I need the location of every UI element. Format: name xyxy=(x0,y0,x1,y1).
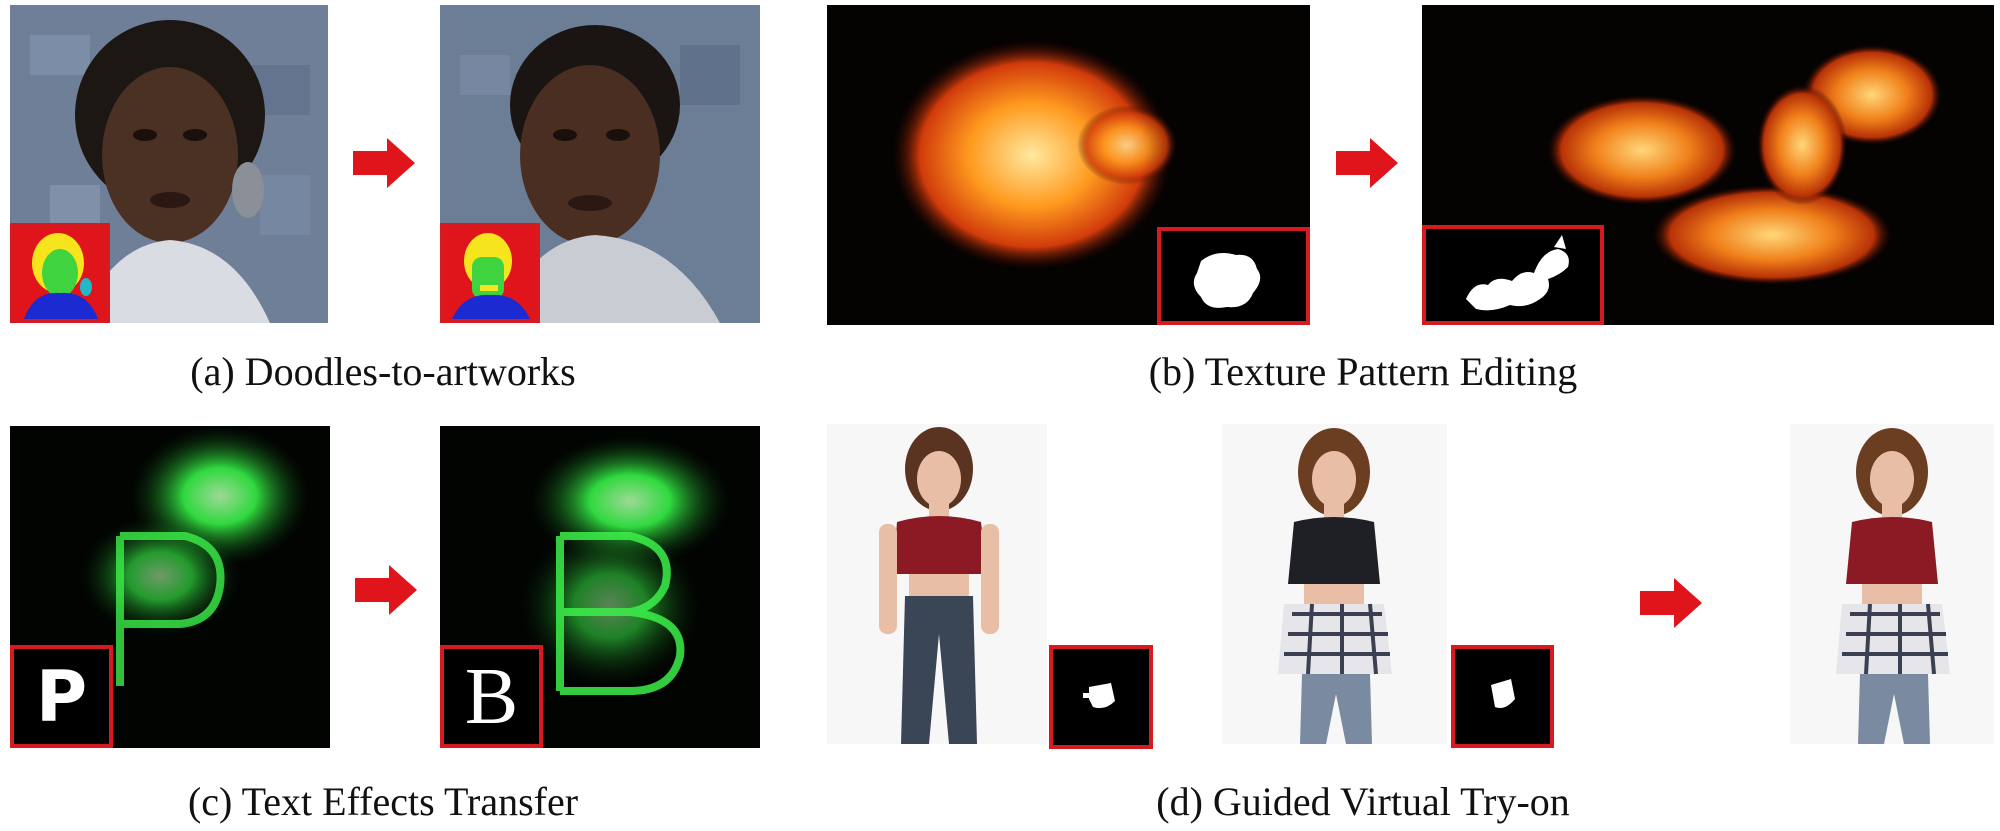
letter-p-mask: P xyxy=(10,645,113,748)
flame-dragon-result-image xyxy=(1422,5,1994,325)
flame-source-image xyxy=(827,5,1310,325)
dragon-target-mask xyxy=(1422,225,1604,325)
right-arrow-icon xyxy=(355,565,417,615)
right-arrow-icon xyxy=(1640,578,1702,628)
letter-p-glyph: P xyxy=(35,655,88,738)
semantic-doodle-map-target xyxy=(440,223,540,323)
portrait-result-image xyxy=(440,5,760,323)
letter-b-mask: B xyxy=(440,645,543,748)
semantic-doodle-map-source xyxy=(10,223,110,323)
caption-guided-virtual-try-on: (d) Guided Virtual Try-on xyxy=(1156,779,1570,824)
right-arrow-icon xyxy=(353,138,415,188)
black-top-region-mask xyxy=(1451,645,1554,748)
model-red-top-image xyxy=(827,424,1047,744)
green-flame-p-image: P xyxy=(10,426,330,748)
right-arrow-icon xyxy=(1336,138,1398,188)
letter-b-glyph: B xyxy=(464,652,519,741)
caption-doodles-to-artworks: (a) Doodles-to-artworks xyxy=(190,349,576,394)
green-flame-b-image: B xyxy=(440,426,760,748)
caption-text-effects-transfer: (c) Text Effects Transfer xyxy=(187,779,579,824)
try-on-result-image xyxy=(1790,424,1994,744)
portrait-source-image xyxy=(10,5,328,323)
red-top-region-mask xyxy=(1049,645,1153,749)
model-black-top-image xyxy=(1222,424,1447,744)
flame-source-mask xyxy=(1157,227,1310,325)
caption-texture-pattern-editing: (b) Texture Pattern Editing xyxy=(1148,349,1578,394)
